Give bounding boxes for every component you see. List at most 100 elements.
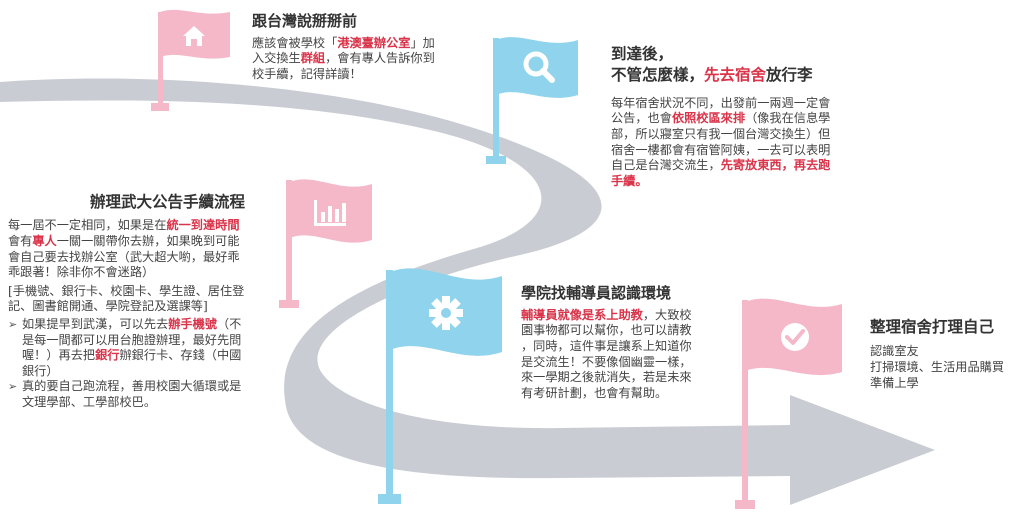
check-icon (781, 323, 809, 351)
step-announcement-procedure: 辦理武大公告手續流程 每一屆不一定相同，如果是在統一到達時間會有專人一關一關帶你… (8, 193, 283, 411)
text-segment: 如果提早到武漢，可以先去 (22, 316, 169, 331)
text-line: 喔！）再去把銀行辦銀行卡、存錢（中國 (22, 348, 283, 364)
text-line: 認識室友 (870, 344, 1030, 360)
flag-before-departure (151, 9, 230, 111)
text-segment: 入交換生 (252, 51, 301, 66)
text-segment: 每一屆不一定相同，如果是在 (8, 218, 167, 233)
highlight-text: 輔導員就像是系上助教 (521, 307, 643, 322)
text-segment: [手機號、銀行卡、校園卡、學生證、居住登 (8, 283, 245, 298)
step-find-counselor: 學院找輔導員認識環境 輔導員就像是系上助教，大致校園事物都可以幫你，也可以請教，… (521, 284, 731, 401)
text-segment: 宿舍一樓都會有宿管阿姨，一去可以表明 (611, 142, 831, 157)
text-line: 應該會被學校「港澳臺辦公室」加 (252, 36, 482, 52)
text-segment: 認識室友 (870, 344, 919, 359)
winding-road-arrow (0, 78, 935, 505)
step-after-arrival: 到達後， 不管怎麼樣，先去宿舍放行李 每年宿舍狀況不同，出發前一兩週一定會公告，… (611, 45, 881, 189)
text-line: 每年宿舍狀況不同，出發前一兩週一定會 (611, 96, 881, 112)
highlight-text: 先寄放東西，再去跑 (720, 158, 831, 173)
text-line: 公告，也會依照校區來排（像我在信息學 (611, 111, 881, 127)
text-line: 銀行） (22, 364, 283, 380)
step-title: 跟台灣說掰掰前 (252, 12, 358, 30)
text-line: 來一學期之後就消失，若是未來 (521, 370, 731, 386)
step-title-line2: 不管怎麼樣，先去宿舍放行李 (611, 66, 881, 85)
text-segment: 自己是台灣交流生， (611, 158, 721, 173)
text-line: 文理學部、工學部校巴。 (22, 395, 283, 411)
text-line: 有考研計劃，也會有幫助。 (521, 386, 731, 402)
text-line: 入交換生群組，會有專人告訴你到 (252, 51, 482, 67)
step-description: 每一屆不一定相同，如果是在統一到達時間會有專人一關一關帶你去辦，如果晚到可能會自… (8, 218, 283, 280)
text-line: 校手續，記得詳讀！ (252, 67, 482, 83)
step-description: 認識室友打掃環境、生活用品購買準備上學 (870, 344, 1030, 391)
flag-find-counselor (378, 268, 502, 504)
text-line: 如果提早到武漢，可以先去辦手機號（不 (22, 317, 283, 333)
search-icon (523, 51, 555, 83)
text-segment: 是交流生！不要像個幽靈一樣， (521, 354, 692, 369)
text-line: 宿舍一樓都會有宿管阿姨，一去可以表明 (611, 143, 881, 159)
text-segment: 來一學期之後就消失，若是未來 (521, 370, 692, 385)
text-segment: 公告，也會 (611, 111, 672, 126)
text-line: 打掃環境、生活用品購買 (870, 360, 1030, 376)
text-segment: ，大致校 (642, 307, 692, 322)
text-segment: 銀行） (22, 363, 59, 378)
text-segment: 每年宿舍狀況不同，出發前一兩週一定會 (611, 95, 831, 110)
text-line: 是交流生！不要像個幽靈一樣， (521, 355, 731, 371)
flag-announcement-procedure (279, 179, 372, 308)
text-segment: 乖跟著！除非你不會迷路） (8, 265, 155, 280)
text-segment: 會自己要去找辦公室（武大超大喲，最好乖 (8, 249, 240, 264)
text-segment: ，會有專人告訴你到 (325, 51, 435, 66)
text-segment: 應該會被學校「 (252, 35, 338, 50)
gear-icon (429, 296, 463, 330)
text-line: 園事物都可以幫你，也可以請教 (521, 323, 731, 339)
step-description: 應該會被學校「港澳臺辦公室」加入交換生群組，會有專人告訴你到校手續，記得詳讀！ (252, 36, 482, 83)
step-title: 整理宿舍打理自己 (870, 318, 995, 336)
step-description: 輔導員就像是系上助教，大致校園事物都可以幫你，也可以請教，同時，這件事是讓系上知… (521, 308, 731, 402)
text-line: 部，所以寢室只有我一個台灣交換生）但 (611, 127, 881, 143)
highlight-text: 先去宿舍 (704, 66, 767, 85)
highlight-text: 辦手機號 (168, 316, 217, 331)
highlight-text: 手續。 (611, 173, 648, 188)
highlight-text: 群組 (300, 51, 326, 66)
text-segment: 園事物都可以幫你，也可以請教 (521, 323, 692, 338)
text-segment: 不管怎麼樣， (611, 66, 705, 85)
highlight-text: 銀行 (95, 348, 120, 363)
text-segment: 記、圖書館開通、學院登記及選課等] (8, 299, 208, 314)
text-line: 乖跟著！除非你不會迷路） (8, 265, 283, 281)
text-line: ，同時，這件事是讓系上知道你 (521, 339, 731, 355)
text-segment: 放行李 (766, 66, 813, 85)
text-line: 會有專人一關一關帶你去辦，如果晚到可能 (8, 234, 283, 250)
text-segment: 會有 (8, 233, 33, 248)
text-segment: 真的要自己跑流程，善用校園大循環或是 (22, 379, 242, 394)
text-segment: （像我在信息學 (745, 111, 831, 126)
text-segment: 文理學部、工學部校巴。 (22, 394, 157, 409)
step-settle-dorm: 整理宿舍打理自己 認識室友打掃環境、生活用品購買準備上學 (870, 318, 1030, 391)
step-description: 每年宿舍狀況不同，出發前一兩週一定會公告，也會依照校區來排（像我在信息學部，所以… (611, 96, 881, 190)
text-line: 手續。 (611, 174, 881, 190)
step-title: 學院找輔導員認識環境 (521, 284, 672, 302)
highlight-text: 港澳臺辦公室 (337, 35, 411, 50)
text-line: 每一屆不一定相同，如果是在統一到達時間 (8, 218, 283, 234)
text-segment: 辦銀行卡、存錢（中國 (119, 348, 242, 363)
bar-chart-icon (314, 200, 346, 226)
step-title-line1: 到達後， (611, 45, 674, 63)
text-line: [手機號、銀行卡、校園卡、學生證、居住登 (8, 284, 283, 300)
text-segment: （不 (217, 316, 242, 331)
text-segment: 有考研計劃，也會有幫助。 (521, 385, 668, 400)
flag-settle-dorm (735, 298, 842, 509)
text-segment: 一關一關帶你去辦，如果晚到可能 (56, 233, 240, 248)
bullet-item: 如果提早到武漢，可以先去辦手機號（不是每一間都可以用台胞證辦理，最好先問喔！）再… (8, 317, 283, 379)
text-segment: 部，所以寢室只有我一個台灣交換生）但 (611, 126, 831, 141)
text-line: 自己是台灣交流生，先寄放東西，再去跑 (611, 158, 881, 174)
text-line: 記、圖書館開通、學院登記及選課等] (8, 299, 283, 315)
text-line: 真的要自己跑流程，善用校園大循環或是 (22, 379, 283, 395)
text-segment: ，同時，這件事是讓系上知道你 (521, 338, 692, 353)
step-title: 辦理武大公告手續流程 (90, 193, 246, 211)
highlight-text: 依照校區來排 (671, 111, 746, 126)
text-line: 會自己要去找辦公室（武大超大喲，最好乖 (8, 250, 283, 266)
text-line: 輔導員就像是系上助教，大致校 (521, 308, 731, 324)
flag-after-arrival (486, 37, 578, 164)
text-segment: 準備上學 (870, 375, 919, 390)
highlight-text: 專人 (32, 233, 57, 248)
home-icon (183, 26, 205, 46)
text-segment: 打掃環境、生活用品購買 (870, 359, 1005, 374)
